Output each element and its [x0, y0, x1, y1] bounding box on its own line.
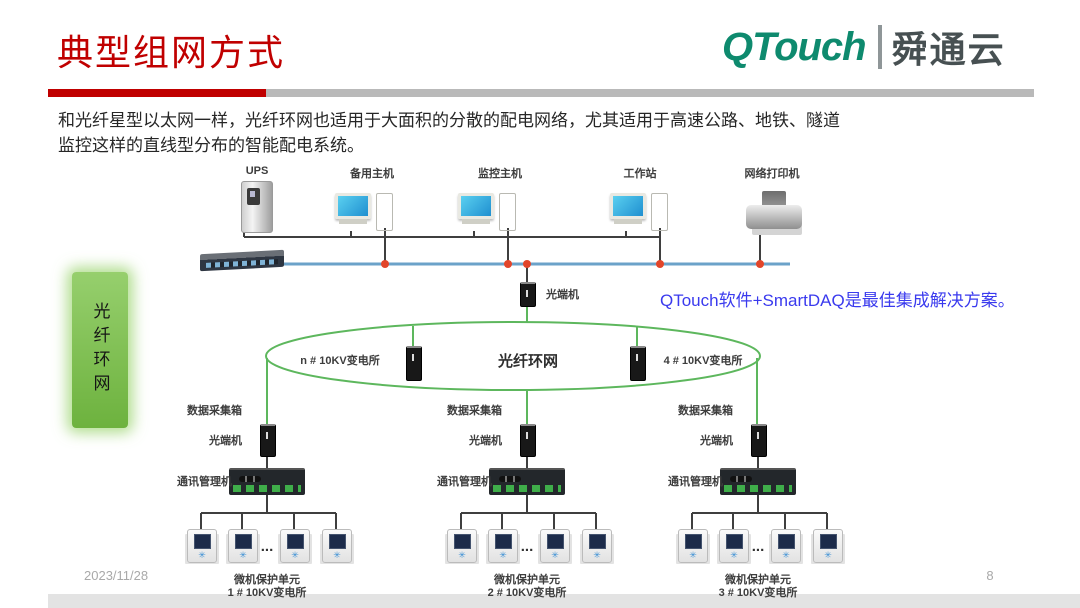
page-title: 典型组网方式	[57, 32, 286, 73]
ups-icon	[241, 181, 273, 233]
ring-right-station-label: 4 # 10KV变电所	[663, 355, 743, 367]
meter-icon	[488, 529, 518, 563]
computer-icon	[456, 193, 516, 231]
divider-red-segment	[48, 89, 266, 97]
meter-icon	[228, 529, 258, 563]
comm-manager-icon	[229, 468, 305, 495]
terminal-label: 光端机	[469, 435, 502, 447]
station-label: 3 # 10KV变电所	[718, 587, 798, 599]
unit-label: 微机保护单元	[494, 574, 560, 586]
meter-icon	[322, 529, 352, 563]
computer-icon	[608, 193, 668, 231]
optical-terminal-icon	[751, 424, 767, 457]
terminal-label: 光端机	[209, 435, 242, 447]
unit-label: 微机保护单元	[725, 574, 791, 586]
intro-text: 和光纤星型以太网一样，光纤环网也适用于大面积的分散的配电网络，尤其适用于高速公路…	[58, 108, 840, 158]
device-label-network-printer: 网络打印机	[744, 168, 800, 180]
qtouch-logo: QTouch	[722, 24, 867, 69]
optical-terminal-icon	[406, 346, 422, 381]
meter-icon	[540, 529, 570, 563]
optical-terminal-icon	[520, 424, 536, 457]
collector-label: 数据采集箱	[447, 405, 502, 417]
divider	[48, 89, 1034, 97]
slide-date: 2023/11/28	[84, 568, 149, 583]
meter-icon	[813, 529, 843, 563]
footer-bar	[48, 594, 1080, 608]
comm-manager-icon	[489, 468, 565, 495]
ellipsis: ...	[260, 538, 274, 555]
device-label-monitor-host: 监控主机	[478, 168, 522, 180]
device-label-backup-host: 备用主机	[350, 168, 394, 180]
manager-label: 通讯管理机	[177, 476, 232, 488]
unit-label: 微机保护单元	[234, 574, 300, 586]
optical-terminal-icon	[260, 424, 276, 457]
meter-icon	[719, 529, 749, 563]
annotation-text: QTouch软件+SmartDAQ是最佳集成解决方案。	[660, 291, 1015, 310]
station-label: 1 # 10KV变电所	[227, 587, 307, 599]
computer-icon	[333, 193, 393, 231]
ellipsis: ...	[520, 538, 534, 555]
logo-product-name: 舜通云	[891, 29, 1006, 70]
terminal-label: 光端机	[700, 435, 733, 447]
meter-icon	[771, 529, 801, 563]
page-number: 8	[986, 568, 994, 583]
meter-icon	[582, 529, 612, 563]
comm-manager-icon	[720, 468, 796, 495]
station-label: 2 # 10KV变电所	[487, 587, 567, 599]
side-ring-label: 光纤环网	[90, 302, 110, 398]
manager-label: 通讯管理机	[668, 476, 723, 488]
ring-left-station-label: n # 10KV变电所	[300, 355, 380, 367]
logo-separator	[877, 25, 882, 69]
collector-label: 数据采集箱	[187, 405, 242, 417]
device-label-workstation: 工作站	[623, 168, 657, 180]
logo: QTouch 舜通云	[722, 22, 1006, 72]
meter-icon	[280, 529, 310, 563]
intro-line-1: 和光纤星型以太网一样，光纤环网也适用于大面积的分散的配电网络，尤其适用于高速公路…	[58, 111, 840, 130]
collector-label: 数据采集箱	[678, 405, 733, 417]
meter-icon	[447, 529, 477, 563]
device-label-ups: UPS	[245, 165, 269, 177]
intro-line-2: 监控这样的直线型分布的智能配电系统。	[58, 136, 364, 155]
ring-title: 光纤环网	[497, 353, 558, 370]
manager-label: 通讯管理机	[437, 476, 492, 488]
side-ring-label-box: 光纤环网	[72, 272, 128, 428]
meter-icon	[187, 529, 217, 563]
optical-terminal-icon	[630, 346, 646, 381]
optical-terminal-icon	[520, 282, 536, 307]
printer-icon	[746, 191, 802, 237]
optical-terminal-label: 光端机	[546, 289, 579, 301]
meter-icon	[678, 529, 708, 563]
ellipsis: ...	[751, 538, 765, 555]
